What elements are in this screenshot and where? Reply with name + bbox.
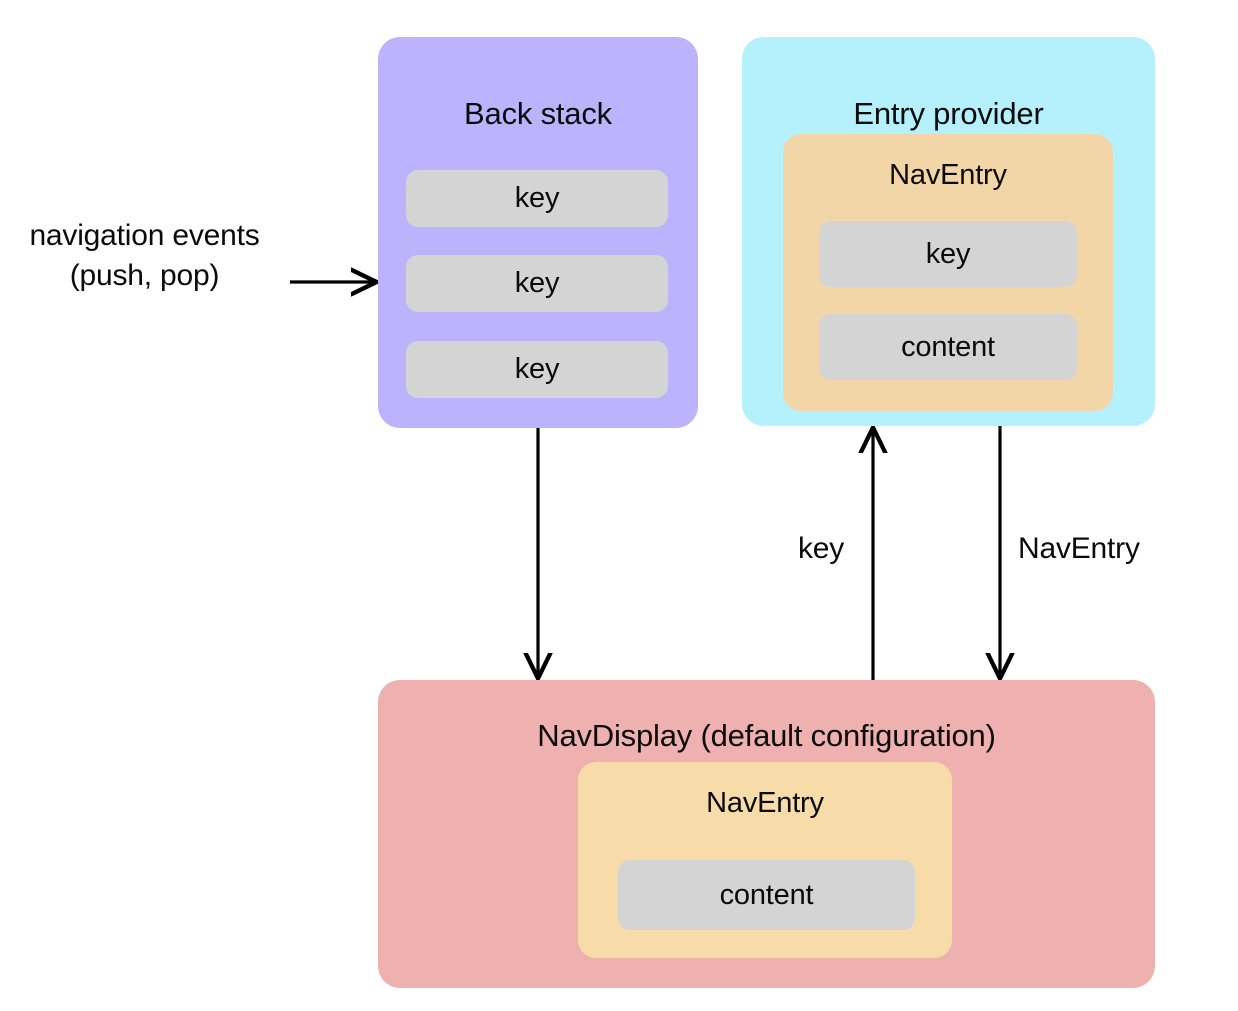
naventry-edge-label: NavEntry [1018, 532, 1140, 565]
entry-provider-content-chip[interactable]: content [819, 314, 1077, 380]
navigation-events-label-line2: (push, pop) [69, 259, 220, 292]
entry-provider-nav-entry-title: NavEntry [889, 159, 1007, 191]
nav-display-nav-entry-node[interactable]: NavEntry content [578, 762, 952, 958]
nav-display-title: NavDisplay (default configuration) [537, 718, 996, 753]
entry-provider-title: Entry provider [853, 96, 1044, 131]
navigation-events-label-line1: navigation events [29, 219, 260, 252]
entry-provider-key-chip[interactable]: key [819, 221, 1077, 287]
nav-display-nav-entry-title: NavEntry [706, 787, 824, 819]
back-stack-key-chip-2[interactable]: key [406, 255, 668, 312]
navigation-events-label: navigation events (push, pop) [12, 216, 277, 296]
nav-display-content-chip[interactable]: content [618, 860, 915, 930]
back-stack-title: Back stack [464, 96, 612, 131]
entry-provider-nav-entry-node[interactable]: NavEntry key content [783, 134, 1113, 411]
back-stack-key-chip-3[interactable]: key [406, 341, 668, 398]
back-stack-key-chip-1[interactable]: key [406, 170, 668, 227]
back-stack-node[interactable]: Back stack key key key [378, 37, 698, 428]
key-edge-label: key [798, 532, 845, 565]
